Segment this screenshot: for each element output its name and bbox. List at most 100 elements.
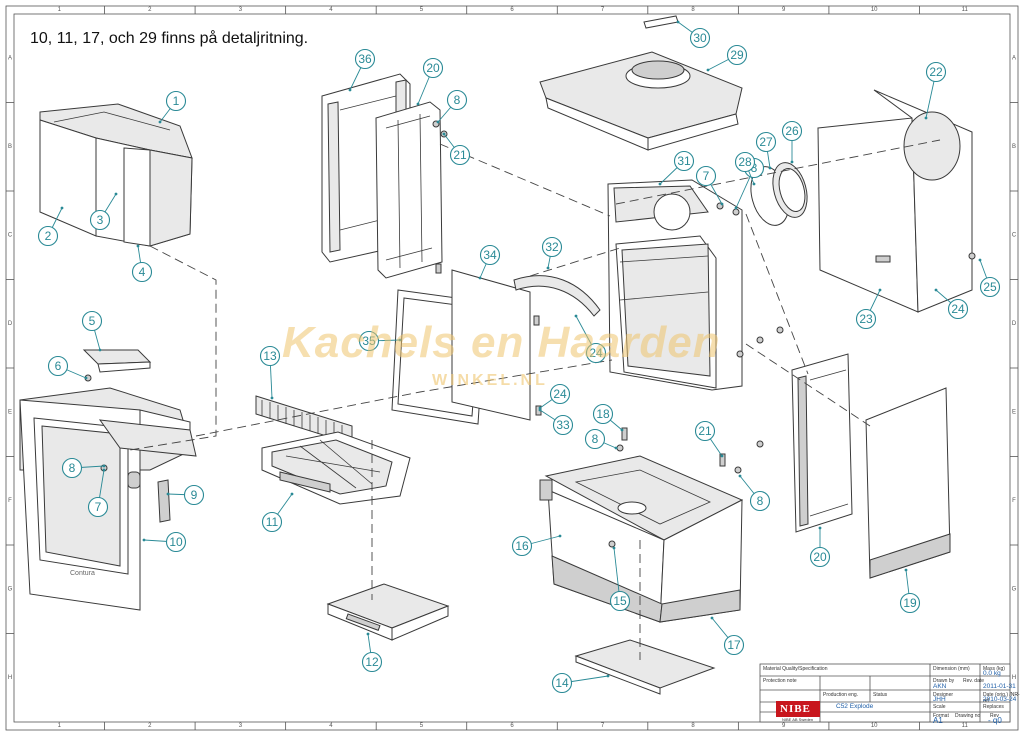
callout-number: 29 bbox=[730, 48, 744, 62]
tb-label-replaces: Replaces bbox=[983, 704, 1004, 710]
frame-column-label: 2 bbox=[148, 7, 152, 13]
callout-number: 36 bbox=[358, 52, 372, 66]
callout-number: 27 bbox=[759, 135, 773, 149]
callout-number: 1 bbox=[173, 94, 180, 108]
callout-23: 23 bbox=[855, 288, 882, 330]
callout-number: 3 bbox=[97, 213, 104, 227]
callout-number: 34 bbox=[483, 248, 497, 262]
tb-subbrand: NIBE AB Sweden bbox=[782, 717, 814, 722]
callout-number: 17 bbox=[727, 638, 741, 652]
callout-29: 29 bbox=[706, 44, 748, 72]
callout-6: 6 bbox=[47, 355, 88, 380]
frame-column-label: 9 bbox=[782, 723, 786, 729]
nibe-logo bbox=[776, 701, 820, 717]
callout-4: 4 bbox=[131, 244, 153, 283]
tb-rev: - q0 bbox=[988, 716, 1002, 725]
callout-number: 21 bbox=[698, 424, 712, 438]
part-fasteners bbox=[84, 120, 976, 548]
frame-column-label: 8 bbox=[691, 723, 695, 729]
callout-number: 32 bbox=[545, 240, 559, 254]
part-ash-bed bbox=[261, 431, 411, 505]
callout-27: 27 bbox=[755, 131, 777, 170]
tb-label-drawn: Drawn by bbox=[933, 678, 955, 684]
callout-11: 11 bbox=[261, 492, 294, 533]
tb-label-treatment: Protection note bbox=[763, 678, 797, 684]
tb-brand: NIBE bbox=[780, 703, 811, 715]
callout-3: 3 bbox=[89, 192, 118, 231]
frame-row-label: F bbox=[8, 498, 12, 504]
callout-number: 8 bbox=[751, 161, 758, 175]
callout-7: 7 bbox=[695, 165, 724, 206]
frame-row-label: C bbox=[1012, 232, 1017, 238]
callout-number: 20 bbox=[426, 61, 440, 75]
frame-column-label: 10 bbox=[871, 723, 878, 729]
callout-5: 5 bbox=[81, 310, 103, 352]
callout-number: 14 bbox=[555, 676, 569, 690]
callout-number: 11 bbox=[266, 515, 279, 529]
callout-18: 18 bbox=[592, 403, 624, 432]
part-top-bracket bbox=[82, 349, 152, 373]
frame-row-label: D bbox=[8, 321, 13, 327]
callout-number: 2 bbox=[45, 229, 52, 243]
callout-34: 34 bbox=[478, 244, 501, 280]
frame-column-label: 1 bbox=[58, 7, 62, 13]
callout-layer: 1234567788888910111213141516171819202021… bbox=[37, 20, 1001, 694]
frame-column-label: 8 bbox=[691, 7, 695, 13]
callout-35: 35 bbox=[358, 330, 402, 352]
callout-number: 13 bbox=[263, 349, 277, 363]
frame-row-label: G bbox=[1012, 586, 1017, 592]
callout-number: 12 bbox=[365, 655, 379, 669]
tb-label-dimension: Dimension (mm) bbox=[933, 666, 970, 672]
callout-number: 24 bbox=[951, 302, 965, 316]
frame-column-label: 10 bbox=[871, 7, 878, 13]
tb-date1: 2011-01-31 bbox=[983, 683, 1016, 690]
frame-column-label: 6 bbox=[510, 7, 514, 13]
frame-column-label: 1 bbox=[58, 723, 62, 729]
part-side-shield bbox=[817, 89, 973, 313]
callout-28: 28 bbox=[734, 151, 756, 186]
callout-25: 25 bbox=[978, 258, 1001, 298]
drawing-note: 10, 11, 17, och 29 finns på detaljritnin… bbox=[30, 30, 309, 47]
callout-number: 24 bbox=[589, 346, 603, 360]
frame-column-label: 3 bbox=[239, 7, 243, 13]
part-flue-plates bbox=[750, 162, 808, 226]
frame-row-label: E bbox=[8, 409, 12, 415]
callout-24: 24 bbox=[538, 383, 571, 410]
callout-number: 20 bbox=[813, 550, 827, 564]
callout-number: 23 bbox=[859, 312, 873, 326]
callout-number: 33 bbox=[556, 418, 570, 432]
callout-13: 13 bbox=[259, 345, 281, 400]
frame-row-label: A bbox=[8, 55, 12, 61]
callout-number: 8 bbox=[592, 432, 599, 446]
frame-row-label: E bbox=[1012, 409, 1016, 415]
callout-8: 8 bbox=[738, 474, 771, 512]
callout-number: 22 bbox=[929, 65, 943, 79]
callout-33: 33 bbox=[538, 408, 574, 436]
callout-number: 8 bbox=[757, 494, 764, 508]
tb-label-scale: Scale bbox=[933, 704, 946, 710]
callout-20: 20 bbox=[416, 57, 444, 106]
callout-19: 19 bbox=[899, 568, 921, 614]
callout-number: 4 bbox=[139, 265, 146, 279]
callout-16: 16 bbox=[511, 534, 562, 557]
part-convection-jacket bbox=[39, 103, 193, 247]
frame-column-label: 2 bbox=[148, 723, 152, 729]
callout-8: 8 bbox=[436, 89, 468, 124]
tb-format: A1 bbox=[933, 716, 943, 725]
tb-designer: JHH bbox=[933, 696, 946, 703]
callout-number: 6 bbox=[55, 359, 62, 373]
tb-label-material: Material Quality/Specification bbox=[763, 666, 828, 672]
part-firebox bbox=[607, 179, 743, 391]
tb-mass: 0.0 kg bbox=[983, 670, 1001, 677]
frame-column-label: 4 bbox=[329, 723, 333, 729]
callout-8: 8 bbox=[61, 457, 106, 479]
tb-label-designer: Designer bbox=[933, 692, 954, 698]
part-side-plate-20a bbox=[375, 101, 443, 279]
callout-number: 25 bbox=[983, 280, 997, 294]
callout-12: 12 bbox=[361, 632, 383, 673]
callout-32: 32 bbox=[541, 236, 563, 270]
frame-column-label: 9 bbox=[782, 7, 786, 13]
callout-24: 24 bbox=[574, 314, 607, 364]
callout-21: 21 bbox=[442, 132, 471, 166]
